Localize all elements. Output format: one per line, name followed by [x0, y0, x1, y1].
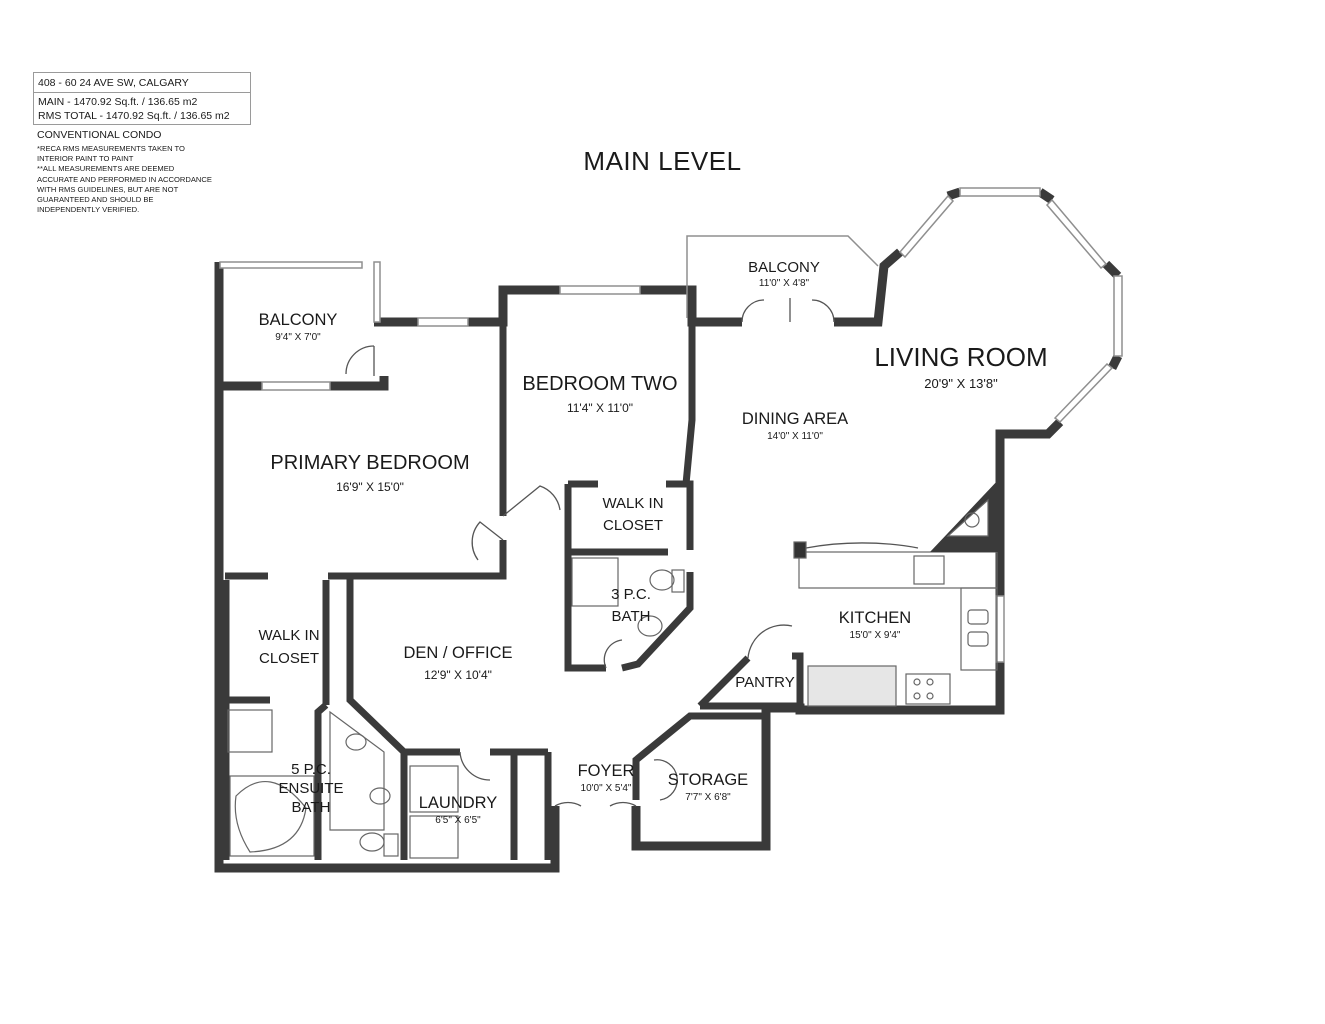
measurement-note: *RECA RMS MEASUREMENTS TAKEN TO INTERIOR…	[37, 144, 237, 215]
room-kitchen: KITCHEN 15'0" X 9'4"	[838, 609, 912, 642]
room-dims: 11'4" X 11'0"	[566, 400, 634, 415]
room-dims: 20'9" X 13'8"	[924, 376, 998, 392]
room-name: PANTRY	[735, 674, 795, 691]
room-dims: 11'0" X 4'8"	[758, 278, 810, 290]
room-balcony-east: BALCONY 11'0" X 4'8"	[748, 259, 820, 290]
room-name: BEDROOM TWO	[522, 373, 678, 395]
room-foyer: FOYER 10'0" X 5'4"	[577, 762, 635, 795]
room-dims: 6'5" X 6'5"	[435, 814, 481, 826]
note-line: *RECA RMS MEASUREMENTS TAKEN TO	[37, 144, 185, 153]
room-laundry: LAUNDRY 6'5" X 6'5"	[418, 794, 498, 827]
room-balcony-west: BALCONY 9'4" X 7'0"	[258, 311, 338, 344]
room-dims: 7'7" X 6'8"	[685, 791, 731, 803]
room-dims: 9'4" X 7'0"	[275, 331, 321, 343]
room-name: BALCONY	[748, 259, 820, 276]
room-den-office: DEN / OFFICE 12'9" X 10'4"	[403, 644, 513, 682]
property-type: CONVENTIONAL CONDO	[37, 129, 162, 141]
room-name: 3 P.C.	[611, 586, 651, 603]
note-line: INDEPENDENTLY VERIFIED.	[37, 205, 140, 215]
room-dims: 10'0" X 5'4"	[580, 782, 632, 794]
interior-walls	[222, 290, 804, 860]
room-name: LAUNDRY	[418, 794, 498, 812]
room-dims: 14'0" X 11'0"	[767, 430, 823, 442]
room-dims: 15'0" X 9'4"	[849, 629, 901, 641]
property-info-box: 408 - 60 24 AVE SW, CALGARY MAIN - 1470.…	[33, 72, 251, 125]
room-storage: STORAGE 7'7" X 6'8"	[667, 771, 749, 804]
doors	[345, 298, 919, 807]
room-primary-bedroom: PRIMARY BEDROOM 16'9" X 15'0"	[270, 452, 470, 494]
room-name: WALK IN	[602, 495, 664, 512]
room-ensuite-bath: 5 P.C. ENSUITE BATH	[278, 761, 344, 817]
room-name: BATH	[611, 608, 651, 626]
fixtures	[227, 478, 1000, 859]
note-line: GUARANTEED AND SHOULD BE	[37, 195, 154, 205]
balcony-outline-east	[686, 235, 879, 318]
room-name: LIVING ROOM	[874, 342, 1048, 372]
room-dims: 16'9" X 15'0"	[336, 479, 404, 494]
note-line: INTERIOR PAINT TO PAINT	[37, 154, 134, 164]
room-name: KITCHEN	[838, 609, 912, 627]
room-pantry: PANTRY	[735, 674, 795, 691]
room-dining-area: DINING AREA 14'0" X 11'0"	[741, 410, 849, 443]
note-line: ACCURATE AND PERFORMED IN ACCORDANCE	[37, 174, 212, 184]
room-name: ENSUITE	[278, 780, 344, 798]
room-walk-in-closet-bedroom-two: WALK IN CLOSET	[602, 495, 664, 535]
room-three-piece-bath: 3 P.C. BATH	[611, 586, 651, 626]
room-dims: 12'9" X 10'4"	[424, 667, 492, 682]
info-divider	[34, 92, 250, 93]
room-name: BALCONY	[258, 311, 338, 329]
room-name: CLOSET	[258, 650, 319, 668]
property-address: 408 - 60 24 AVE SW, CALGARY	[38, 77, 189, 89]
note-line: **ALL MEASUREMENTS ARE DEEMED	[37, 164, 175, 174]
room-name: DEN / OFFICE	[403, 644, 513, 662]
room-name: FOYER	[577, 762, 635, 780]
room-bedroom-two: BEDROOM TWO 11'4" X 11'0"	[522, 373, 678, 415]
room-living-room: LIVING ROOM 20'9" X 13'8"	[874, 343, 1047, 391]
rms-total: RMS TOTAL - 1470.92 Sq.ft. / 136.65 m2	[38, 110, 230, 122]
room-name: STORAGE	[667, 771, 749, 789]
room-name: BATH	[291, 799, 331, 817]
room-name: PRIMARY BEDROOM	[270, 452, 470, 474]
windows	[219, 187, 1123, 663]
level-title: MAIN LEVEL	[583, 146, 742, 176]
note-line: WITH RMS GUIDELINES, BUT ARE NOT	[37, 184, 179, 194]
room-name: WALK IN	[258, 627, 320, 644]
room-name: CLOSET	[602, 517, 663, 535]
room-walk-in-closet-primary: WALK IN CLOSET	[258, 627, 320, 668]
room-name: 5 P.C.	[291, 761, 331, 778]
room-name: DINING AREA	[741, 410, 849, 428]
main-area: MAIN - 1470.92 Sq.ft. / 136.65 m2	[38, 96, 198, 108]
